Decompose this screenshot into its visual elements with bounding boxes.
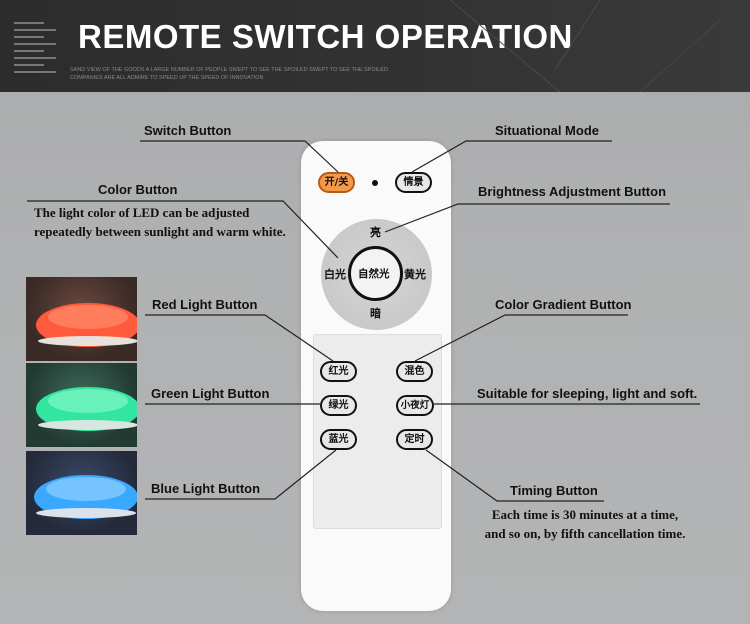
brighten-key[interactable]: 亮 (370, 226, 381, 239)
timing-button-label: Timing Button (510, 483, 598, 498)
color-desc-line-1: The light color of LED can be adjusted (34, 205, 250, 220)
timing-description: Each time is 30 minutes at a time, and s… (470, 505, 700, 543)
yellow-light-key[interactable]: 黄光 (404, 268, 426, 281)
red-lamp-photo (26, 277, 137, 361)
blue-light-label: Blue Light Button (151, 481, 261, 496)
brightness-button-label: Brightness Adjustment Button (478, 184, 667, 199)
page-title: REMOTE SWITCH OPERATION (78, 18, 573, 55)
color-gradient-button[interactable]: 混色 (396, 361, 433, 382)
dim-key[interactable]: 暗 (370, 307, 381, 320)
switch-button-label: Switch Button (144, 123, 232, 138)
blue-lamp-photo (26, 451, 137, 535)
subtitle-line-1: SAND VIEW OF THE GOODS A LARGE NUMBER OF… (70, 67, 388, 73)
natural-light-label: 自然光 (358, 268, 390, 280)
situational-mode-label: Situational Mode (495, 123, 599, 138)
blue-light-button[interactable]: 蓝光 (320, 429, 357, 450)
red-light-button[interactable]: 红光 (320, 361, 357, 382)
timer-button[interactable]: 定时 (396, 429, 433, 450)
green-light-label: Green Light Button (151, 386, 270, 401)
blue-lamp-image (34, 475, 137, 519)
sleep-description: Suitable for sleeping, light and soft. (477, 386, 698, 401)
scene-button[interactable]: 情景 (395, 172, 432, 193)
subtitle-line-2: COMPANIES ARE ALL ADMIRE TO SPEED UP THE… (70, 75, 264, 81)
timing-desc-line-1: Each time is 30 minutes at a time, (491, 507, 679, 522)
header-banner: REMOTE SWITCH OPERATION SAND VIEW OF THE… (0, 0, 750, 92)
red-lamp-image (36, 303, 137, 347)
white-light-key[interactable]: 白光 (324, 268, 346, 281)
natural-light-button[interactable] (348, 246, 403, 301)
indicator-dot (372, 180, 378, 186)
color-desc-line-2: repeatedly between sunlight and warm whi… (34, 224, 286, 239)
header-decor-lines (449, 0, 721, 92)
green-lamp-photo (26, 363, 137, 447)
green-light-button[interactable]: 绿光 (320, 395, 357, 416)
page-subtitle: SAND VIEW OF THE GOODS A LARGE NUMBER OF… (70, 66, 390, 82)
menu-lines-decoration (14, 22, 56, 78)
power-button[interactable]: 开/关 (318, 172, 355, 193)
timing-desc-line-2: and so on, by fifth cancellation time. (484, 526, 686, 541)
night-light-button[interactable]: 小夜灯 (396, 395, 434, 416)
color-gradient-label: Color Gradient Button (495, 297, 632, 312)
color-button-description: The light color of LED can be adjusted r… (34, 203, 286, 241)
color-button-label: Color Button (98, 182, 178, 197)
green-lamp-image (36, 387, 137, 431)
red-light-label: Red Light Button (152, 297, 258, 312)
